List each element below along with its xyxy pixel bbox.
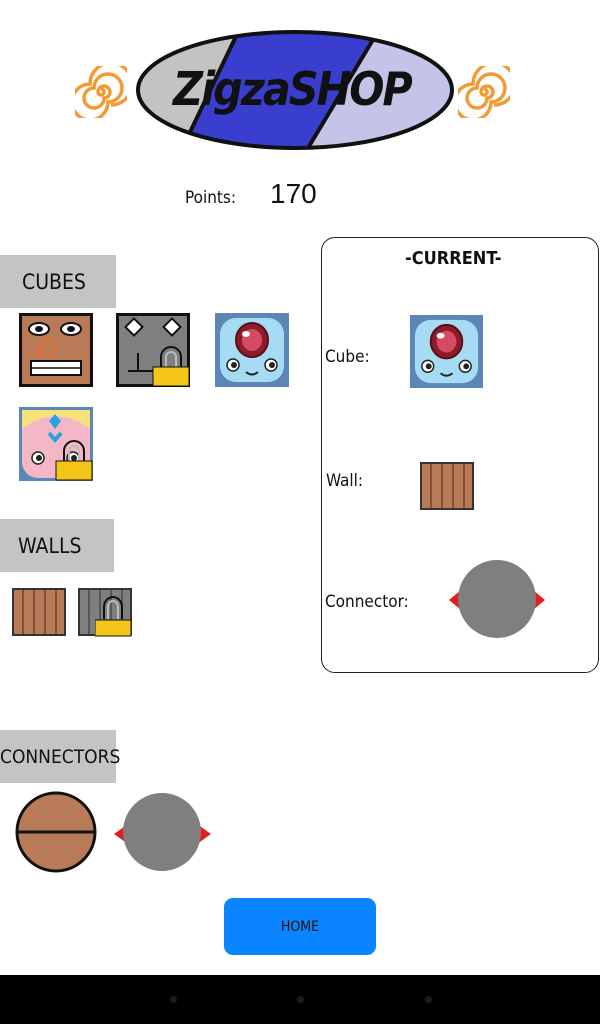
connector-gray[interactable]: [112, 790, 212, 874]
current-connector-preview: [447, 558, 547, 642]
cube-brown-face[interactable]: [19, 313, 93, 387]
home-nav-button[interactable]: [297, 996, 304, 1003]
cube-pink-locked[interactable]: [19, 407, 93, 481]
shop-logo: ZigzaSHOP: [135, 28, 455, 153]
connectors-section-label: CONNECTORS: [0, 730, 120, 783]
navigation-bar: [0, 975, 600, 1024]
lock-icon: [55, 439, 93, 485]
points-label: Points:: [185, 188, 237, 208]
current-cube-label: Cube:: [325, 347, 370, 367]
walls-section-label: WALLS: [0, 519, 114, 572]
connector-wood[interactable]: [12, 790, 112, 874]
cube-blue-eye[interactable]: [215, 313, 289, 387]
current-selection-panel: [321, 237, 599, 673]
points-value: 170: [270, 178, 317, 209]
cubes-section-label: CUBES: [0, 255, 116, 308]
spiral-icon: [453, 61, 517, 122]
current-wall-label: Wall:: [326, 471, 364, 491]
spiral-icon: [70, 61, 134, 122]
cube-gray-locked[interactable]: [116, 313, 190, 387]
current-title: -CURRENT-: [405, 248, 502, 269]
current-wall-preview: [420, 462, 474, 510]
home-button[interactable]: HOME: [224, 898, 376, 955]
wall-wood[interactable]: [12, 588, 66, 636]
lock-icon: [94, 593, 132, 641]
logo-text: ZigzaSHOP: [173, 62, 413, 116]
lock-icon: [152, 345, 190, 391]
wall-gray-locked[interactable]: [78, 588, 132, 637]
current-cube-preview: [410, 315, 483, 388]
back-button[interactable]: [170, 996, 177, 1003]
recents-button[interactable]: [425, 996, 432, 1003]
current-connector-label: Connector:: [325, 592, 409, 612]
